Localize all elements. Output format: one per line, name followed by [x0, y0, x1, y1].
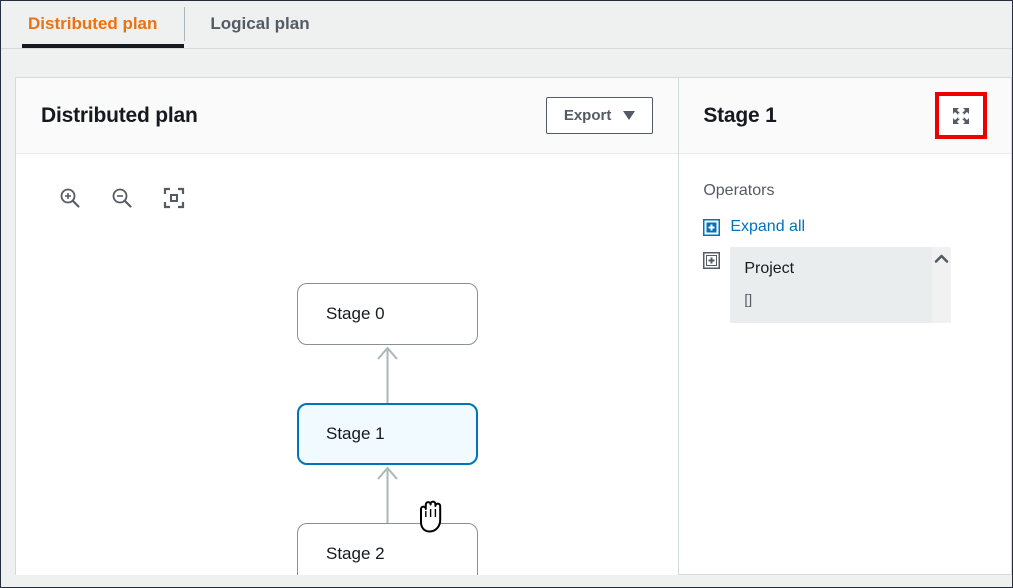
graph-nodes: Stage 0 Stage 1 Stage 2 [16, 154, 678, 575]
operators-body: Operators Expand all [679, 154, 1011, 575]
graph-node-stage-1[interactable]: Stage 1 [297, 403, 478, 465]
operator-item-project[interactable]: Project [] [730, 247, 952, 323]
expand-fullscreen-button[interactable] [935, 92, 987, 139]
graph-node-stage-2[interactable]: Stage 2 [297, 523, 478, 575]
tab-distributed-plan[interactable]: Distributed plan [1, 1, 185, 48]
distributed-plan-pane: Distributed plan Export [16, 78, 680, 575]
graph-node-stage-2-label: Stage 2 [326, 544, 385, 563]
graph-canvas[interactable]: Stage 0 Stage 1 Stage 2 [16, 154, 679, 575]
plan-card: Distributed plan Export [15, 77, 1012, 575]
distributed-plan-header: Distributed plan Export [16, 78, 679, 154]
tab-divider [184, 7, 186, 41]
operators-label: Operators [703, 182, 775, 199]
tab-bar-underline [1, 48, 1012, 49]
graph-edges [377, 346, 398, 523]
page-title: Distributed plan [41, 103, 198, 127]
export-button[interactable]: Export [545, 97, 654, 134]
canvas-toolbar [58, 186, 186, 210]
export-button-label: Export [563, 107, 612, 124]
tab-logical-plan-label: Logical plan [210, 13, 310, 33]
chevron-up-icon [935, 254, 949, 263]
tab-logical-plan[interactable]: Logical plan [185, 1, 334, 46]
tab-distributed-plan-label: Distributed plan [28, 13, 158, 33]
plus-box-icon[interactable] [703, 252, 721, 269]
stage-title: Stage 1 [703, 103, 777, 127]
graph-node-stage-0-label: Stage 0 [326, 304, 385, 323]
operator-tree-row: Project [] [679, 247, 1011, 323]
stage-details-pane: Stage 1 Operators [679, 78, 1011, 574]
expand-fullscreen-icon [953, 107, 969, 124]
tab-bar: Distributed plan Logical plan [1, 1, 1012, 55]
expand-all-label: Expand all [730, 218, 806, 235]
operator-detail: [] [744, 291, 753, 307]
operator-scrollbar[interactable] [932, 247, 952, 323]
operator-name: Project [744, 260, 795, 277]
plus-box-icon [703, 218, 721, 236]
fit-to-screen-icon[interactable] [162, 186, 186, 210]
expand-all-row[interactable]: Expand all [679, 218, 1011, 236]
graph-node-stage-1-label: Stage 1 [326, 424, 385, 443]
zoom-in-icon[interactable] [58, 186, 82, 210]
stage-details-header: Stage 1 [679, 78, 1011, 154]
graph-node-stage-0[interactable]: Stage 0 [297, 283, 478, 345]
zoom-out-icon[interactable] [110, 186, 134, 210]
chevron-down-icon [623, 111, 636, 120]
